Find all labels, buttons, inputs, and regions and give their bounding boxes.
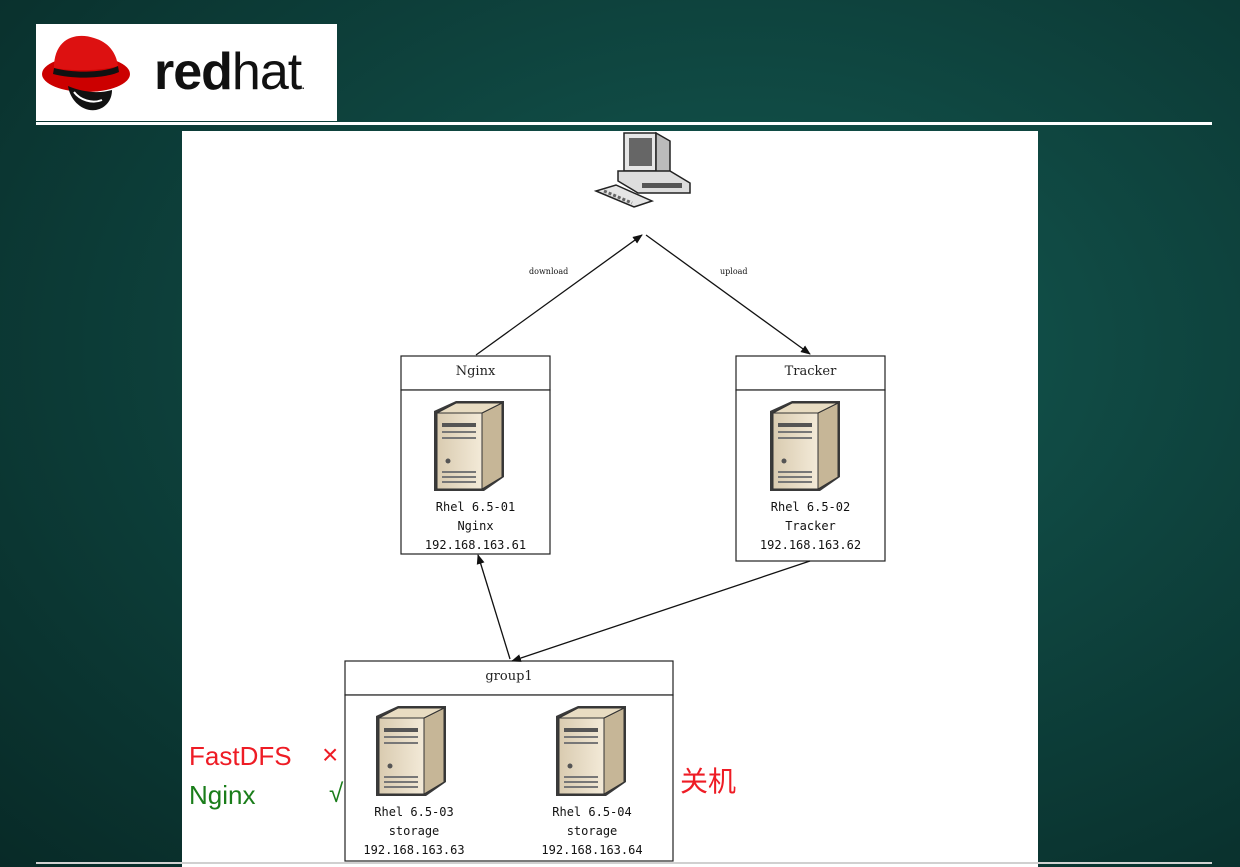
- storage2-server-icon: [555, 705, 627, 797]
- group-to-nginx-edge: [476, 554, 511, 660]
- tracker-title: Tracker: [784, 364, 837, 379]
- check-mark: √: [329, 778, 344, 808]
- tracker-role: Tracker: [785, 519, 836, 533]
- storage1-server-icon: [375, 705, 447, 797]
- tracker-info: Rhel 6.5-02 Tracker 192.168.163.62: [736, 498, 885, 555]
- nginx-ip: 192.168.163.61: [424, 538, 527, 552]
- nginx-box-header: [400, 355, 551, 391]
- storage2-info: Rhel 6.5-04 storage 192.168.163.64: [522, 803, 662, 860]
- storage1-role: storage: [388, 824, 440, 838]
- tracker-box-header: [735, 355, 886, 391]
- diagram-graphics: [344, 131, 886, 862]
- nginx-host: Rhel 6.5-01: [435, 500, 516, 514]
- group-box-header: [344, 660, 674, 696]
- redhat-logo: redhat.: [36, 24, 337, 121]
- download-label: download: [529, 267, 569, 276]
- client-computer-icon: [593, 131, 691, 208]
- download-edge: [475, 234, 643, 356]
- shadowman-icon: [42, 35, 130, 111]
- storage2-host: Rhel 6.5-04: [552, 805, 632, 819]
- nginx-note: Nginx: [189, 780, 256, 810]
- storage1-info: Rhel 6.5-03 storage 192.168.163.63: [345, 803, 483, 860]
- nginx-info: Rhel 6.5-01 Nginx 192.168.163.61: [401, 498, 550, 555]
- upload-label: upload: [720, 267, 748, 276]
- logo-wordmark: redhat.: [154, 43, 305, 101]
- tracker-server-icon: [769, 400, 841, 492]
- cross-mark: ×: [322, 739, 339, 770]
- tracker-to-group-edge: [511, 560, 811, 662]
- storage1-ip: 192.168.163.63: [363, 843, 465, 857]
- storage2-ip: 192.168.163.64: [541, 843, 643, 857]
- storage2-role: storage: [566, 824, 618, 838]
- shutdown-note: 关机: [680, 766, 737, 797]
- footer-divider: [36, 862, 1212, 864]
- nginx-title: Nginx: [455, 364, 496, 379]
- tracker-ip: 192.168.163.62: [759, 538, 862, 552]
- storage1-host: Rhel 6.5-03: [374, 805, 454, 819]
- header-divider: [36, 122, 1212, 125]
- upload-edge: [645, 234, 811, 355]
- architecture-diagram: download upload Nginx Rhel 6.5-01 Nginx …: [182, 131, 1038, 867]
- nginx-server-icon: [433, 400, 505, 492]
- tracker-host: Rhel 6.5-02: [770, 500, 851, 514]
- group-title: group1: [485, 669, 533, 684]
- fastdfs-note: FastDFS: [189, 741, 292, 771]
- nginx-role: Nginx: [457, 519, 494, 533]
